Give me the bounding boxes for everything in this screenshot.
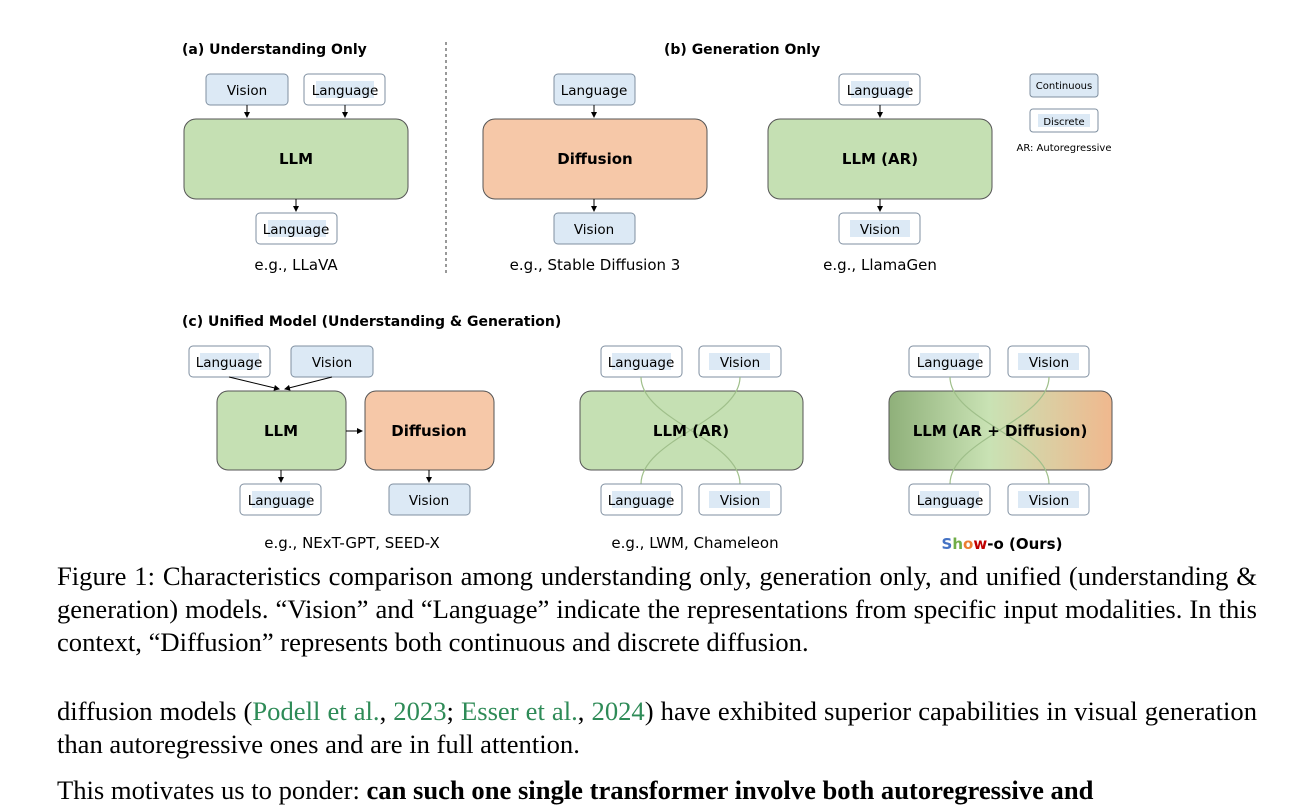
legend-discrete-label: Discrete [1043, 117, 1084, 128]
example-label: e.g., LLaVA [254, 256, 338, 274]
paragraph-text: , [379, 696, 394, 726]
language-label: Language [847, 83, 914, 99]
vision-label: Vision [860, 222, 900, 238]
discrete-token-strip [709, 491, 770, 508]
discrete-token-strip [850, 220, 910, 237]
body-paragraph: diffusion models (Podell et al., 2023; E… [57, 695, 1257, 761]
discrete-token-strip [612, 491, 671, 508]
attention-curve [640, 376, 741, 485]
arrow [284, 376, 333, 391]
language-label: Language [248, 493, 315, 509]
body-paragraph: This motivates us to ponder: can such on… [57, 774, 1257, 807]
citation-link[interactable]: 2024 [591, 696, 645, 726]
discrete-token-strip [709, 353, 770, 370]
vision-label: Vision [409, 493, 449, 509]
panel-c-title: (c) Unified Model (Understanding & Gener… [182, 314, 561, 330]
llm-ar-diffusion-label: LLM (AR + Diffusion) [913, 422, 1088, 440]
language-label: Language [917, 493, 984, 509]
vision-label: Vision [312, 355, 352, 371]
llm-ar-label: LLM (AR) [842, 150, 918, 168]
diffusion-label: Diffusion [557, 150, 632, 168]
legend-continuous-swatch [1029, 73, 1099, 98]
figure-1-diagram: (a) Understanding Only Vision Language L… [182, 42, 1113, 553]
discrete-token-strip [252, 491, 310, 508]
discrete-token-strip [316, 81, 374, 98]
vision-label: Vision [1029, 355, 1069, 371]
language-label: Language [312, 83, 379, 99]
vision-output-box [388, 483, 471, 516]
discrete-token-strip [1018, 353, 1079, 370]
discrete-token-strip [612, 353, 671, 370]
discrete-token-strip [200, 353, 259, 370]
paragraph-text: This motivates us to ponder: [57, 775, 367, 805]
vision-label: Vision [720, 355, 760, 371]
paragraph-text: ; [446, 696, 461, 726]
language-label: Language [196, 355, 263, 371]
citation-link[interactable]: Esser et al. [460, 696, 578, 726]
example-label: e.g., Stable Diffusion 3 [510, 256, 681, 274]
vision-label: Vision [720, 493, 760, 509]
citation-link[interactable]: 2023 [393, 696, 447, 726]
figure-caption: Figure 1: Characteristics comparison amo… [57, 561, 1257, 657]
citation-link[interactable]: Podell et al. [252, 696, 380, 726]
arrow [228, 376, 280, 391]
diffusion-label: Diffusion [391, 422, 466, 440]
discrete-token-strip [1018, 491, 1079, 508]
discrete-token-strip [851, 81, 909, 98]
legend-continuous-label: Continuous [1036, 81, 1092, 92]
attention-curve [949, 376, 1050, 485]
language-label: Language [608, 355, 675, 371]
logo-letter: S [942, 535, 953, 553]
ours-label: (Ours) [1004, 535, 1063, 553]
discrete-token-strip [1038, 114, 1090, 127]
language-label: Language [561, 83, 628, 99]
language-label: Language [608, 493, 675, 509]
paragraph-text: diffusion models ( [57, 696, 253, 726]
example-label: e.g., LlamaGen [823, 256, 937, 274]
logo-letter: w [973, 535, 987, 553]
logo-letter: o [963, 535, 973, 553]
paragraph-text: , [577, 696, 592, 726]
llm-label: LLM [279, 150, 313, 168]
example-label: e.g., NExT-GPT, SEED-X [264, 534, 439, 552]
show-o-label: Show-o (Ours) [942, 535, 1063, 553]
legend-ar-note: AR: Autoregressive [1017, 143, 1112, 154]
discrete-token-strip [268, 220, 326, 237]
logo-letter: - [987, 535, 993, 553]
vision-label: Vision [574, 222, 614, 238]
language-label: Language [917, 355, 984, 371]
vision-output-box [553, 212, 636, 245]
language-label: Language [263, 222, 330, 238]
vision-label: Vision [1029, 493, 1069, 509]
panel-a-title: (a) Understanding Only [182, 42, 367, 58]
logo-letter: h [952, 535, 963, 553]
discrete-token-strip [920, 353, 979, 370]
logo-letter: o [993, 535, 1003, 553]
example-label: e.g., LWM, Chameleon [611, 534, 778, 552]
llm-label: LLM [264, 422, 298, 440]
vision-label: Vision [227, 83, 267, 99]
llm-ar-label: LLM (AR) [653, 422, 729, 440]
paragraph-text: ) have exhibited superior capabilities i… [57, 696, 1257, 759]
discrete-token-strip [920, 491, 979, 508]
emphasized-text: can such one single transformer involve … [366, 775, 1094, 805]
diffusion-box [482, 118, 708, 200]
panel-b-title: (b) Generation Only [664, 42, 820, 58]
